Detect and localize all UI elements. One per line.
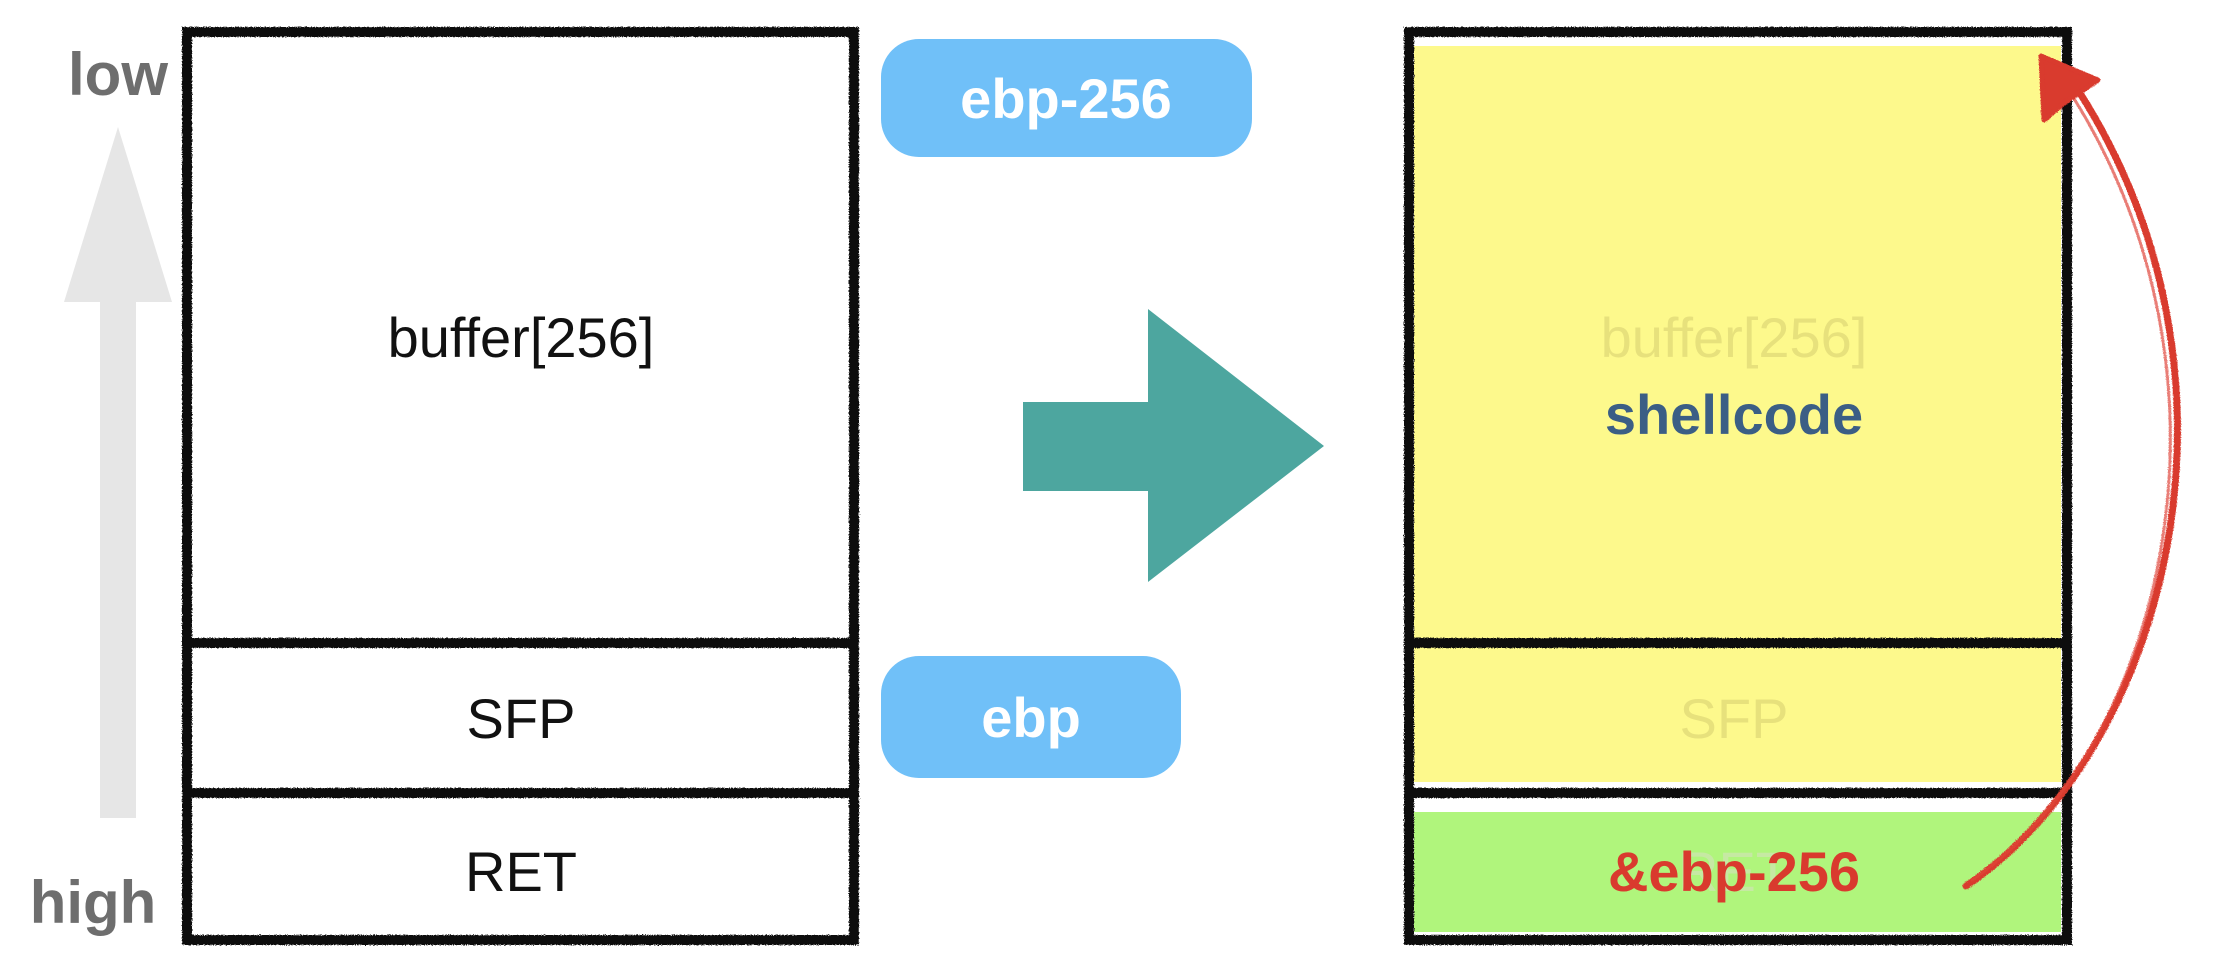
stack-before: buffer[256] SFP RET <box>182 27 859 945</box>
overwritten-return-address-label: &ebp-256 <box>1608 840 1860 903</box>
stack-before-frame <box>182 27 859 945</box>
ebp-label: ebp <box>981 686 1081 749</box>
faded-buffer-label: buffer[256] <box>1601 306 1868 369</box>
jump-to-shellcode-arrow <box>1962 53 2181 890</box>
up-arrow-icon <box>64 127 172 818</box>
red-arrowhead-icon <box>2038 53 2101 123</box>
faded-ret-label: RET <box>1678 840 1790 903</box>
ebp-minus-256-pill: ebp-256 <box>881 39 1252 157</box>
low-address-label: low <box>68 41 168 108</box>
high-address-label: high <box>30 869 157 936</box>
sfp-cell-label: SFP <box>467 687 576 750</box>
ret-cell-label: RET <box>465 840 577 903</box>
ebp-pill: ebp <box>881 656 1181 778</box>
ebp-minus-256-label: ebp-256 <box>960 67 1172 130</box>
stack-after: buffer[256] shellcode SFP RET &ebp-256 <box>1404 27 2072 945</box>
faded-sfp-label: SFP <box>1680 687 1789 750</box>
transition-arrow-icon <box>1023 309 1324 582</box>
shellcode-fill <box>1414 46 2061 782</box>
address-direction: low high <box>30 41 172 936</box>
shellcode-label: shellcode <box>1605 383 1863 446</box>
buffer-cell-label: buffer[256] <box>388 306 655 369</box>
stack-after-frame <box>1404 27 2072 945</box>
ret-overwrite-fill <box>1414 812 2061 932</box>
